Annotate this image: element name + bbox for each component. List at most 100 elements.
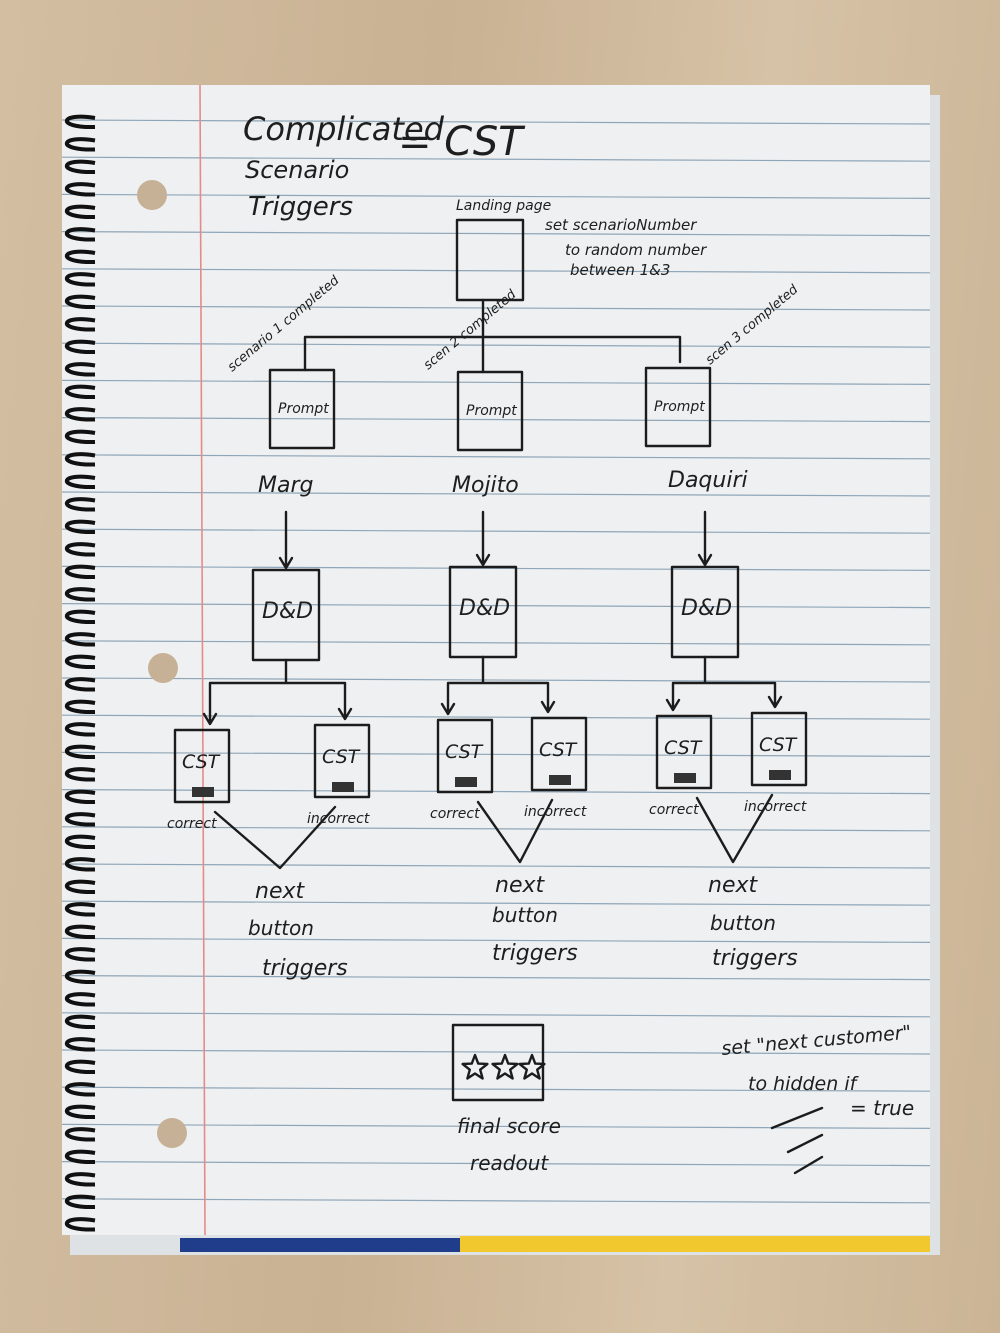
spiral-coil (64, 1172, 96, 1187)
branch-connector (202, 658, 353, 726)
spiral-coil (64, 182, 96, 197)
next-label: next (495, 873, 545, 898)
spiral-binding (64, 114, 96, 1232)
spiral-coil (64, 204, 96, 220)
ruled-line (61, 714, 931, 720)
ruled-line (61, 417, 931, 423)
spiral-coil (64, 1104, 96, 1120)
drink-label: Mojito (452, 473, 519, 498)
cst-label: CST (539, 739, 578, 761)
cst-button (674, 773, 696, 783)
ruled-line (61, 937, 931, 944)
landing-page-box (455, 218, 525, 302)
triggers-label: triggers (492, 941, 578, 966)
binder-holes (137, 180, 187, 1148)
spiral-coil (64, 497, 96, 512)
ruled-line (61, 1086, 931, 1092)
star-icons (461, 1053, 546, 1080)
spiral-coil (64, 767, 96, 782)
ruled-line (61, 863, 931, 869)
ruled-line (61, 193, 931, 199)
spiral-coil (64, 362, 96, 377)
ruled-line (61, 342, 931, 348)
answer-label: incorrect (524, 804, 587, 820)
branch-connector (665, 655, 783, 712)
spiral-coil (64, 857, 96, 872)
ruled-line (61, 454, 931, 460)
ruled-line (61, 1198, 931, 1204)
cst-label: CST (182, 751, 221, 773)
spiral-coil (64, 384, 96, 400)
dnd-label: D&D (681, 596, 732, 621)
spiral-coil (64, 249, 96, 265)
prompt-label: Prompt (654, 399, 705, 415)
branch-connector (440, 655, 556, 716)
landing-page-label: Landing page (456, 198, 551, 214)
spiral-coil (64, 474, 96, 490)
prompt-box (268, 368, 336, 450)
spiral-coil (64, 542, 96, 557)
ruled-lines (61, 119, 931, 1204)
merge-lines (695, 793, 774, 864)
spiral-coil (64, 587, 96, 602)
cst-label: CST (759, 734, 798, 756)
triggers-label: triggers (262, 956, 348, 981)
spiral-coil (64, 834, 96, 850)
ruled-line (61, 305, 931, 311)
title-line2: Scenario (245, 156, 349, 184)
spiral-coil (64, 969, 96, 985)
cst-box (655, 714, 713, 790)
cst-box (173, 728, 231, 804)
note-line-3: = true (850, 1096, 914, 1120)
blank-underlines (770, 1106, 824, 1175)
spiral-coil (64, 114, 96, 130)
arrow-down-icon (697, 510, 713, 567)
ruled-line (61, 565, 931, 572)
spiral-coil (64, 452, 96, 467)
cst-label: CST (664, 737, 703, 759)
ruled-line (61, 156, 931, 162)
answer-label: correct (167, 816, 217, 832)
cst-label: CST (445, 741, 484, 763)
cst-button (192, 787, 214, 797)
final-label-1: final score (457, 1114, 561, 1138)
cst-label: CST (322, 746, 361, 768)
cst-button (549, 775, 571, 785)
next-label: next (708, 873, 758, 898)
spiral-coil (64, 677, 96, 692)
dnd-label: D&D (459, 596, 510, 621)
prompt-label: Prompt (466, 403, 517, 419)
arrow-down-icon (475, 510, 491, 567)
prompt-box (644, 366, 712, 448)
star-icon (518, 1053, 546, 1080)
ruled-line (61, 602, 931, 609)
ruled-line (61, 119, 931, 125)
button-label: button (710, 911, 776, 935)
ruled-line (61, 974, 931, 981)
cst-box (436, 718, 494, 794)
button-label: button (248, 916, 314, 940)
cst-box (530, 716, 588, 792)
spiral-coil (64, 722, 96, 737)
ruled-line (61, 900, 931, 906)
spiral-coil (64, 812, 96, 827)
landing-note-2: to random number (565, 241, 707, 259)
notebook-cover-blue (180, 1238, 460, 1252)
ruled-line (61, 751, 931, 758)
answer-label: incorrect (744, 799, 807, 815)
cst-button (332, 782, 354, 792)
spiral-coil (64, 1014, 96, 1030)
ruled-line (61, 268, 931, 274)
spiral-coil (64, 1082, 96, 1097)
spiral-coil (64, 789, 96, 805)
spiral-coil (64, 137, 96, 152)
triggers-label: triggers (712, 946, 798, 971)
drink-label: Marg (258, 473, 314, 498)
spiral-coil (64, 1217, 96, 1232)
answer-label: incorrect (307, 811, 370, 827)
ruled-line (61, 1123, 931, 1130)
ruled-line (61, 1049, 931, 1055)
note-line-2: to hidden if (748, 1073, 860, 1095)
spiral-coil (64, 407, 96, 422)
